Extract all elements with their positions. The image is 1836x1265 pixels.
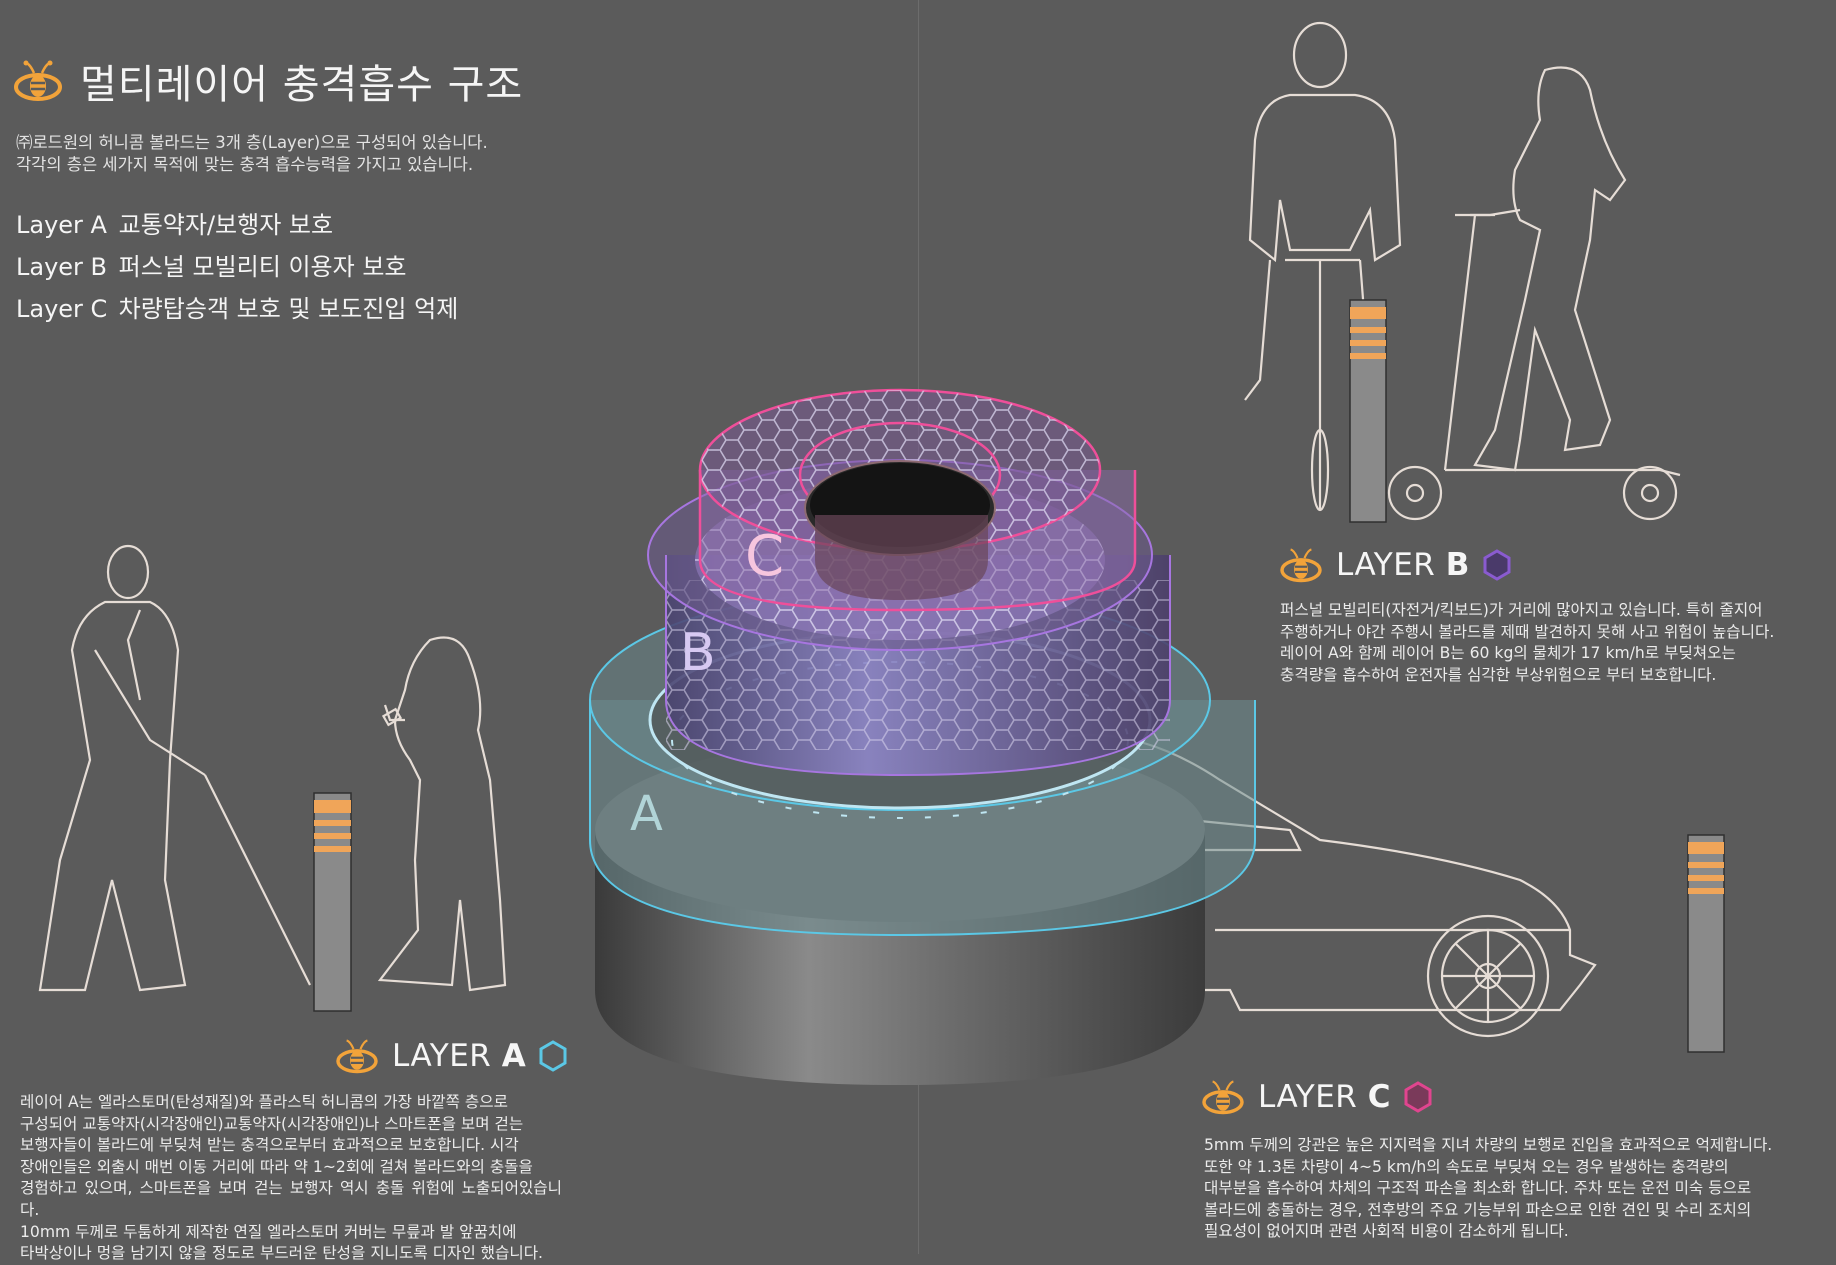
layer-a-line: 레이어 A는 엘라스토머(탄성재질)와 플라스틱 허니콤의 가장 바깥쪽 층으로: [20, 1093, 508, 1111]
diagram-label-b: B: [680, 623, 716, 683]
diagram-label-c: C: [745, 524, 784, 589]
layer-b-title: LAYER B: [1336, 547, 1470, 583]
bee-logo-icon: [1202, 1080, 1244, 1115]
layer-b-line: 주행하거나 야간 주행시 볼라드를 제때 발견하지 못해 사고 위험이 높습니다…: [1280, 622, 1775, 641]
layer-b-body: 퍼스널 모빌리티(자전거/킥보드)가 거리에 많아지고 있습니다. 특히 줄지어…: [1280, 600, 1808, 686]
layer-summary-item: Layer C 차량탑승객 보호 및 보도진입 억제: [16, 288, 458, 330]
layer-c-body: 5mm 두께의 강관은 높은 지지력을 지녀 차량의 보행로 진입을 효과적으로…: [1204, 1135, 1808, 1243]
page-header: 멀티레이어 충격흡수 구조: [12, 52, 523, 110]
intro-line: ㈜로드원의 허니콤 볼라드는 3개 층(Layer)으로 구성되어 있습니다.: [16, 133, 488, 152]
layer-summary-item: Layer B 퍼스널 모빌리티 이용자 보호: [16, 246, 458, 288]
layer-c-line: 필요성이 없어지며 관련 사회적 비용이 감소하게 됩니다.: [1204, 1222, 1569, 1241]
layer-c-line: 5mm 두께의 강관은 높은 지지력을 지녀 차량의 보행로 진입을 효과적으로…: [1204, 1136, 1773, 1154]
layer-summary-item: Layer A 교통약자/보행자 보호: [16, 204, 458, 246]
layer-summary-label: Layer C: [16, 295, 108, 323]
layer-summary-desc: 퍼스널 모빌리티 이용자 보호: [118, 253, 407, 281]
layer-c-heading: LAYER C: [1200, 1078, 1433, 1116]
layer-summary-desc: 차량탑승객 보호 및 보도진입 억제: [118, 295, 459, 323]
layer-a-line: 10mm 두께로 두툼하게 제작한 연질 엘라스토머 커버는 무릎과 발 앞꿈치…: [20, 1222, 517, 1241]
layer-c-line: 또한 약 1.3톤 차량이 4~5 km/h의 속도로 부딪쳐 오는 경우 발생…: [1204, 1157, 1729, 1176]
hexagon-icon: [1404, 1081, 1432, 1113]
layer-a-line: 보행자들이 볼라드에 부딪쳐 받는 충격으로부터 효과적으로 보호합니다. 시각: [20, 1136, 519, 1155]
layer-c-line: 볼라드에 충돌하는 경우, 전후방의 주요 기능부위 파손으로 인한 견인 및 …: [1204, 1200, 1752, 1219]
layer-summary-label: Layer A: [16, 211, 107, 239]
layer-c-title: LAYER C: [1258, 1079, 1391, 1115]
layer-summary-list: Layer A 교통약자/보행자 보호 Layer B 퍼스널 모빌리티 이용자…: [16, 204, 458, 330]
layer-a-line: 장애인들은 외출시 매번 이동 거리에 따라 약 1~2회에 걸쳐 볼라드와의 …: [20, 1157, 533, 1176]
bee-logo-icon: [1280, 548, 1322, 583]
cyclist-figure: [1244, 21, 1402, 512]
layer-a-title: LAYER A: [392, 1038, 527, 1074]
layer-b-line: 충격량을 흡수하여 운전자를 심각한 부상위험으로 부터 보호합니다.: [1280, 665, 1717, 684]
blind-pedestrian-figure: [38, 544, 311, 992]
page-title: 멀티레이어 충격흡수 구조: [80, 62, 524, 108]
hexagon-icon: [1483, 549, 1511, 581]
scooter-rider-figure: [1387, 66, 1681, 521]
bollard-right-upper: [1349, 299, 1387, 523]
bollard-right-lower: [1687, 834, 1725, 1053]
bollard-left: [313, 792, 352, 1012]
layer-a-body: 레이어 A는 엘라스토머(탄성재질)와 플라스틱 허니콤의 가장 바깥쪽 층으로…: [20, 1092, 562, 1265]
layer-c-line: 대부분을 흡수하여 차체의 구조적 파손을 최소화 합니다. 주차 또는 운전 …: [1204, 1179, 1752, 1198]
layer-a-line: 구성되어 교통약자(시각장애인)교통약자(시각장애인)나 스마트폰을 보며 걷는: [20, 1114, 524, 1133]
layer-b-heading: LAYER B: [1278, 546, 1512, 584]
layer-summary-desc: 교통약자/보행자 보호: [118, 211, 334, 239]
layer-a-line: 경험하고 있으며, 스마트폰을 보며 걷는 보행자 역시 충돌 위험에 노출되어…: [20, 1179, 562, 1219]
diagram-label-a: A: [630, 786, 663, 842]
bee-logo-icon: [336, 1039, 378, 1074]
layer-summary-label: Layer B: [16, 253, 108, 281]
bollard-layer-diagram: [589, 388, 1256, 1085]
hexagon-icon: [539, 1040, 567, 1072]
layer-b-line: 퍼스널 모빌리티(자전거/킥보드)가 거리에 많아지고 있습니다. 특히 줄지어: [1280, 601, 1763, 619]
phone-pedestrian-figure: [377, 636, 507, 992]
bee-logo-icon: [14, 60, 62, 101]
layer-a-heading: LAYER A: [334, 1037, 568, 1075]
intro-line: 각각의 층은 세가지 목적에 맞는 충격 흡수능력을 가지고 있습니다.: [16, 155, 474, 174]
intro-text: ㈜로드원의 허니콤 볼라드는 3개 층(Layer)으로 구성되어 있습니다. …: [16, 132, 488, 176]
layer-b-line: 레이어 A와 함께 레이어 B는 60 kg의 물체가 17 km/h로 부딪쳐…: [1280, 644, 1736, 663]
